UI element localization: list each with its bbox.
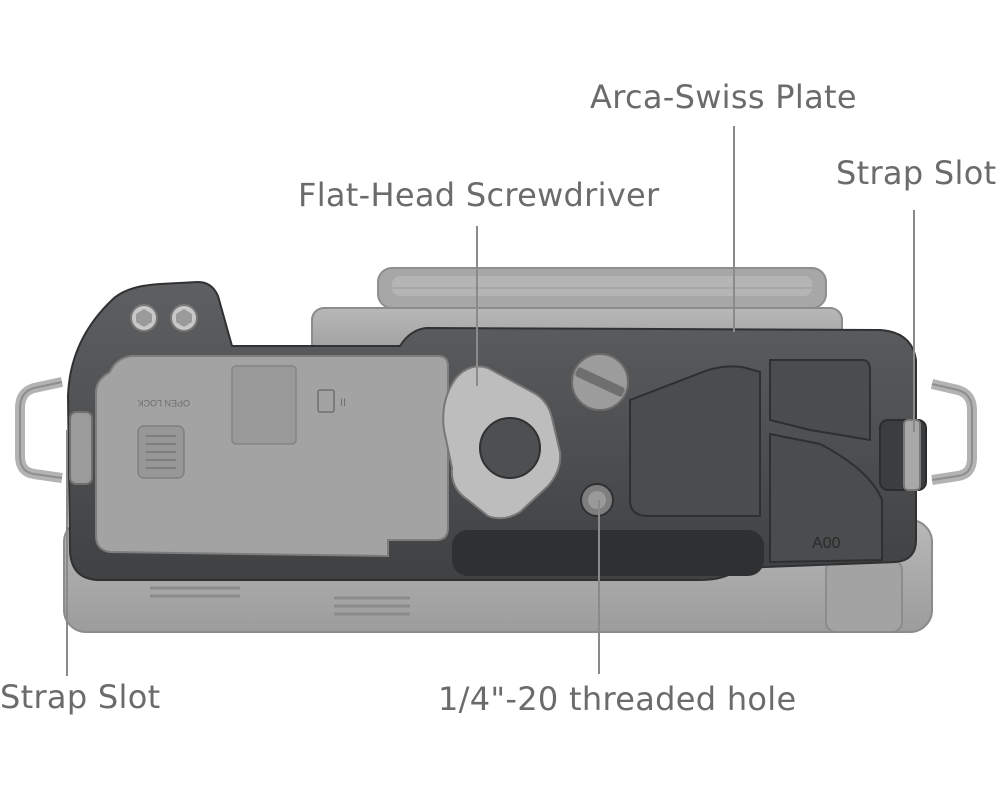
bottom-groove (452, 530, 764, 576)
callout-arca-swiss-plate: Arca-Swiss Plate (590, 78, 857, 116)
leader-strap-slot-right (913, 210, 915, 432)
leader-strap-slot-left (66, 430, 68, 676)
leader-screwdriver (476, 226, 478, 386)
threaded-hole-marker (580, 483, 614, 517)
slotted-screw (571, 353, 629, 411)
callout-threaded-hole: 1/4"-20 threaded hole (438, 680, 797, 718)
callout-strap-slot-left: Strap Slot (0, 678, 161, 716)
sd-card-icon: II (317, 389, 346, 413)
left-strap-loop (15, 377, 64, 483)
arca-pads (629, 359, 883, 564)
plate-code: A00 (812, 535, 841, 552)
battery-door-marking: OPEN LOCK (137, 398, 190, 408)
leader-arca-swiss (733, 126, 735, 332)
callout-strap-slot-right: Strap Slot (836, 154, 997, 192)
leader-threaded-hole (598, 500, 600, 674)
right-strap-slot (879, 419, 927, 491)
grip-ridges (150, 586, 410, 616)
door-latch (137, 425, 185, 479)
left-strap-slot (69, 411, 93, 485)
lens-mount (377, 267, 827, 309)
battery-door: OPEN LOCK II (95, 355, 449, 558)
callout-flat-head-screwdriver: Flat-Head Screwdriver (298, 176, 660, 214)
flat-head-screwdriver (442, 365, 562, 520)
svg-text:II: II (340, 397, 346, 409)
right-strap-loop (930, 379, 977, 485)
left-mount-screws (130, 304, 198, 332)
